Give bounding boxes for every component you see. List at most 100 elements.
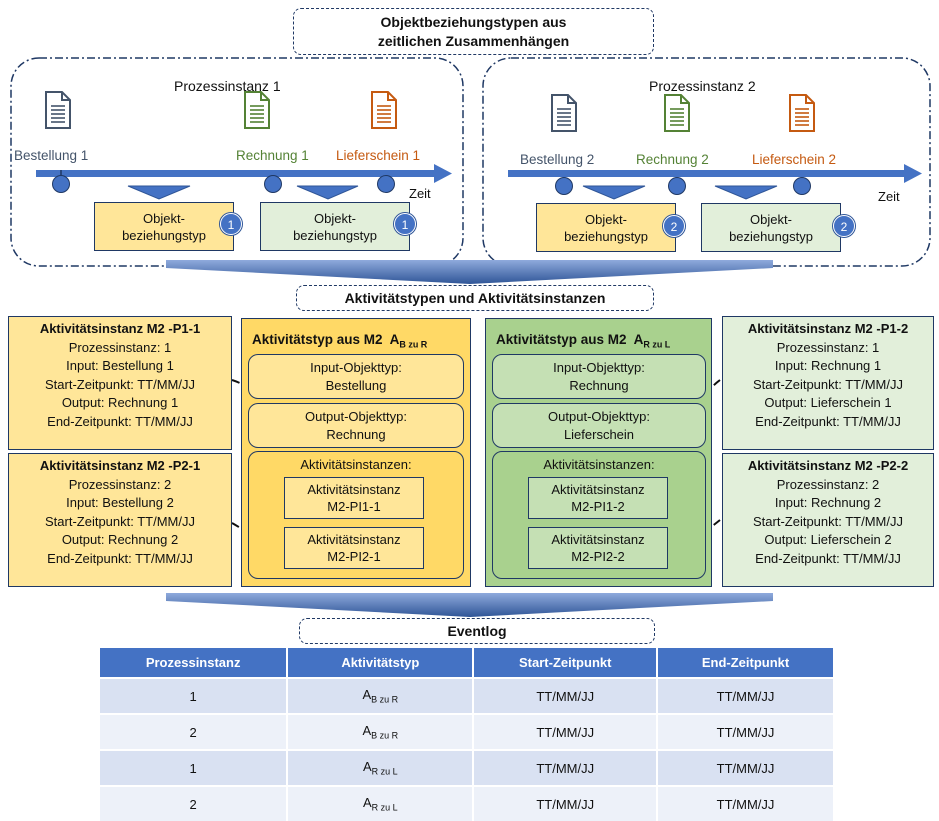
cell-start: TT/MM/JJ — [473, 713, 659, 750]
cell-start: TT/MM/JJ — [473, 785, 659, 821]
activity-instance-line: Output: Lieferschein 1 — [764, 395, 892, 410]
activity-instance-ref-2: Aktivitätsinstanz M2-PI2-1 — [284, 527, 424, 569]
event-marker — [52, 175, 70, 193]
object-relation-box-2b: Objekt- beziehungstyp — [701, 203, 841, 252]
event-marker — [668, 177, 686, 195]
instance-badge: 2 — [663, 215, 685, 237]
event-marker — [264, 175, 282, 193]
activity-instance-right-1: Aktivitätsinstanz M2 -P1-2 Prozessinstan… — [722, 316, 934, 450]
cell-aktivitaetstyp: AB zu R — [287, 677, 475, 714]
activity-instance-line: End-Zeitpunkt: TT/MM/JJ — [47, 413, 193, 429]
cell-prozessinstanz: 2 — [100, 785, 289, 821]
output-object-type-box: Output-Objekttyp: Lieferschein — [492, 403, 706, 448]
object-relation-line-2: beziehungstyp — [122, 227, 206, 243]
cell-sub: R zu L — [371, 766, 398, 777]
output-value: Rechnung — [326, 426, 386, 442]
activity-instance-line: End-Zeitpunkt: TT/MM/JJ — [755, 413, 901, 429]
object-relation-line-1: Objekt- — [143, 210, 185, 226]
input-object-type-box: Input-Objekttyp: Bestellung — [248, 354, 464, 399]
activity-instance-line: Input: Bestellung 1 — [66, 358, 174, 373]
input-label: Input-Objekttyp: — [310, 359, 402, 375]
activity-type-subscript: R zu L — [643, 339, 671, 350]
title-eventlog: Eventlog — [299, 618, 655, 644]
activity-instance-line: End-Zeitpunkt: TT/MM/JJ — [47, 550, 193, 566]
activity-instance-line: Prozessinstanz: 2 — [776, 476, 880, 492]
object-relation-line-1: Objekt- — [585, 211, 627, 227]
object-relation-box-2a: Objekt- beziehungstyp — [536, 203, 676, 252]
activity-instance-ref-line: Aktivitätsinstanz — [551, 532, 645, 547]
cell-aktivitaetstyp: AB zu R — [287, 713, 475, 750]
document-icon-rechnung-2 — [664, 94, 690, 132]
activity-instance-title: Aktivitätsinstanz M2 -P1-1 — [39, 321, 201, 336]
activity-instance-ref-1: Aktivitätsinstanz M2-PI1-1 — [284, 477, 424, 519]
activity-type-title-text: Aktivitätstyp aus M2 — [252, 332, 383, 347]
relation-triangle — [714, 185, 778, 200]
time-arrow-2 — [508, 164, 922, 183]
activity-instance-ref-1: Aktivitätsinstanz M2-PI1-2 — [528, 477, 668, 519]
table-row: 1 AB zu R TT/MM/JJ TT/MM/JJ — [100, 677, 835, 714]
activity-instance-ref-line: Aktivitätsinstanz — [551, 482, 645, 497]
activity-instance-title: Aktivitätsinstanz M2 -P1-2 — [747, 321, 909, 336]
table-row: 2 AR zu L TT/MM/JJ TT/MM/JJ — [100, 785, 835, 821]
cell-sub: B zu R — [371, 694, 399, 705]
cell-start: TT/MM/JJ — [473, 749, 659, 786]
doc-label-lieferschein-1: Lieferschein 1 — [336, 148, 421, 163]
input-label: Input-Objekttyp: — [553, 359, 645, 375]
document-icon-lieferschein-2 — [789, 94, 815, 132]
output-value: Lieferschein — [563, 426, 635, 442]
instance-badge: 2 — [833, 215, 855, 237]
activity-type-symbol: A — [633, 332, 644, 347]
object-relation-line-1: Objekt- — [314, 210, 356, 226]
cell-a: A — [362, 687, 372, 703]
document-icon-lieferschein-1 — [371, 91, 397, 129]
document-icon-rechnung-1 — [244, 91, 270, 129]
activity-instance-line: End-Zeitpunkt: TT/MM/JJ — [755, 550, 901, 566]
input-value: Rechnung — [569, 377, 629, 393]
cell-sub: R zu L — [371, 802, 398, 813]
activity-instance-line: Start-Zeitpunkt: TT/MM/JJ — [752, 376, 903, 392]
activity-instance-line: Input: Rechnung 2 — [774, 495, 882, 510]
header-start-zeitpunkt: Start-Zeitpunkt — [473, 648, 659, 678]
doc-label-bestellung-1: Bestellung 1 — [14, 148, 89, 163]
instance-badge: 1 — [394, 213, 416, 235]
relation-triangle — [296, 185, 359, 200]
process-instance-2-label: Prozessinstanz 2 — [649, 78, 756, 94]
cell-a: A — [362, 723, 372, 739]
activity-type-left: Aktivitätstyp aus M2 AB zu R Input-Objek… — [241, 318, 471, 587]
activity-instance-line: Input: Rechnung 1 — [774, 358, 882, 373]
activity-instance-ref-line: M2-PI2-2 — [571, 549, 625, 564]
table-row: 1 AR zu L TT/MM/JJ TT/MM/JJ — [100, 749, 835, 786]
time-label-2: Zeit — [878, 189, 900, 204]
event-marker — [793, 177, 811, 195]
doc-label-lieferschein-2: Lieferschein 2 — [752, 152, 837, 167]
cell-end: TT/MM/JJ — [657, 785, 835, 821]
title-aktivitaetstypen: Aktivitätstypen und Aktivitätsinstanzen — [296, 285, 654, 311]
doc-label-rechnung-1: Rechnung 1 — [236, 148, 309, 163]
activity-instance-left-2: Aktivitätsinstanz M2 -P2-1 Prozessinstan… — [8, 453, 232, 587]
cell-sub: B zu R — [371, 730, 399, 741]
time-label-1: Zeit — [409, 186, 431, 201]
activity-instance-ref-line: M2-PI2-1 — [327, 549, 381, 564]
input-value: Bestellung — [325, 377, 387, 393]
cell-a: A — [362, 759, 372, 775]
cell-aktivitaetstyp: AR zu L — [287, 749, 475, 786]
activity-instance-ref-line: M2-PI1-2 — [571, 499, 625, 514]
cell-aktivitaetstyp: AR zu L — [287, 785, 475, 821]
title-objektbeziehungstypen: Objektbeziehungstypen aus zeitlichen Zus… — [293, 8, 654, 55]
flow-arrow-2 — [166, 593, 773, 617]
activity-type-title: Aktivitätstyp aus M2 AR zu L — [496, 332, 670, 350]
activity-type-right: Aktivitätstyp aus M2 AR zu L Input-Objek… — [485, 318, 712, 587]
input-object-type-box: Input-Objekttyp: Rechnung — [492, 354, 706, 399]
activity-instance-line: Start-Zeitpunkt: TT/MM/JJ — [44, 376, 195, 392]
cell-prozessinstanz: 1 — [100, 677, 289, 714]
cell-a: A — [362, 795, 372, 811]
cell-end: TT/MM/JJ — [657, 677, 835, 714]
eventlog-table: Prozessinstanz Aktivitätstyp Start-Zeitp… — [100, 648, 835, 821]
doc-label-rechnung-2: Rechnung 2 — [636, 152, 709, 167]
cell-start: TT/MM/JJ — [473, 677, 659, 714]
process-instance-1-label: Prozessinstanz 1 — [174, 78, 281, 94]
object-relation-box-1b: Objekt- beziehungstyp — [260, 202, 410, 251]
activity-instance-ref-line: Aktivitätsinstanz — [307, 532, 401, 547]
activity-instance-line: Output: Lieferschein 2 — [764, 532, 892, 547]
